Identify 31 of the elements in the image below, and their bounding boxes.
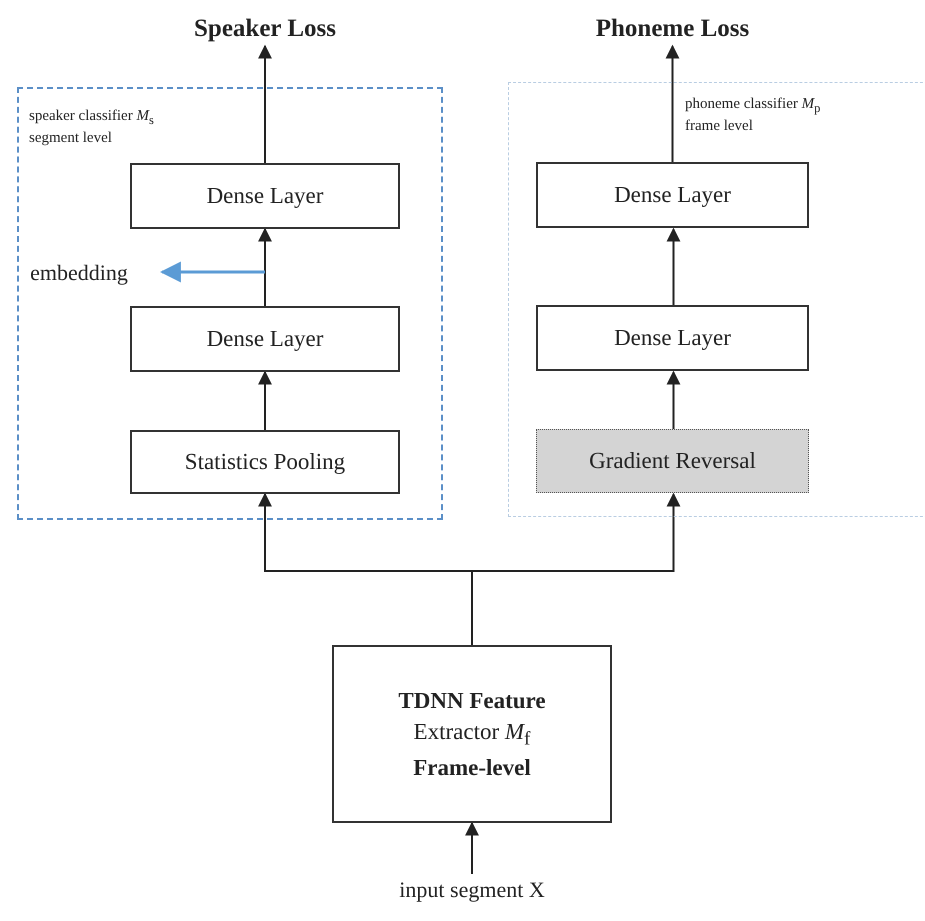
arrow [258,44,272,163]
arrow [666,44,680,163]
embedding-label: embedding [18,258,140,288]
box-label: Gradient Reversal [589,448,756,474]
extractor-box [332,645,612,823]
dashed-group-frame [508,82,925,517]
box-label: TDNN Feature Extractor M$_{f}$ Frame-level [397,686,547,782]
box-label: Dense Layer [206,183,324,209]
arrow [666,228,680,306]
arrow [666,370,680,430]
box-label: Dense Layer [614,182,731,208]
gradient-reversal-box [536,429,809,493]
arrow [465,822,479,874]
layer-box [130,163,400,229]
box-label: Dense Layer [206,326,324,352]
layer-box [536,305,809,371]
group-label: speaker classifier M$_{s}$ segment level [29,107,155,148]
loss-label: Phoneme Loss [585,12,760,46]
group-label: phoneme classifier M$_{p}$ frame level [685,95,822,136]
box-label: Statistics Pooling [184,449,346,475]
loss-label: Speaker Loss [185,12,345,46]
layer-box [130,430,400,494]
arrow [258,228,272,306]
box-label: Dense Layer [614,325,731,351]
arrow [471,492,680,645]
arrow [258,370,272,430]
layer-box [130,306,400,372]
embedding-arrow [160,262,265,282]
layer-box [536,162,809,228]
input-label: input segment X [377,874,567,906]
dashed-group-frame [17,87,443,520]
